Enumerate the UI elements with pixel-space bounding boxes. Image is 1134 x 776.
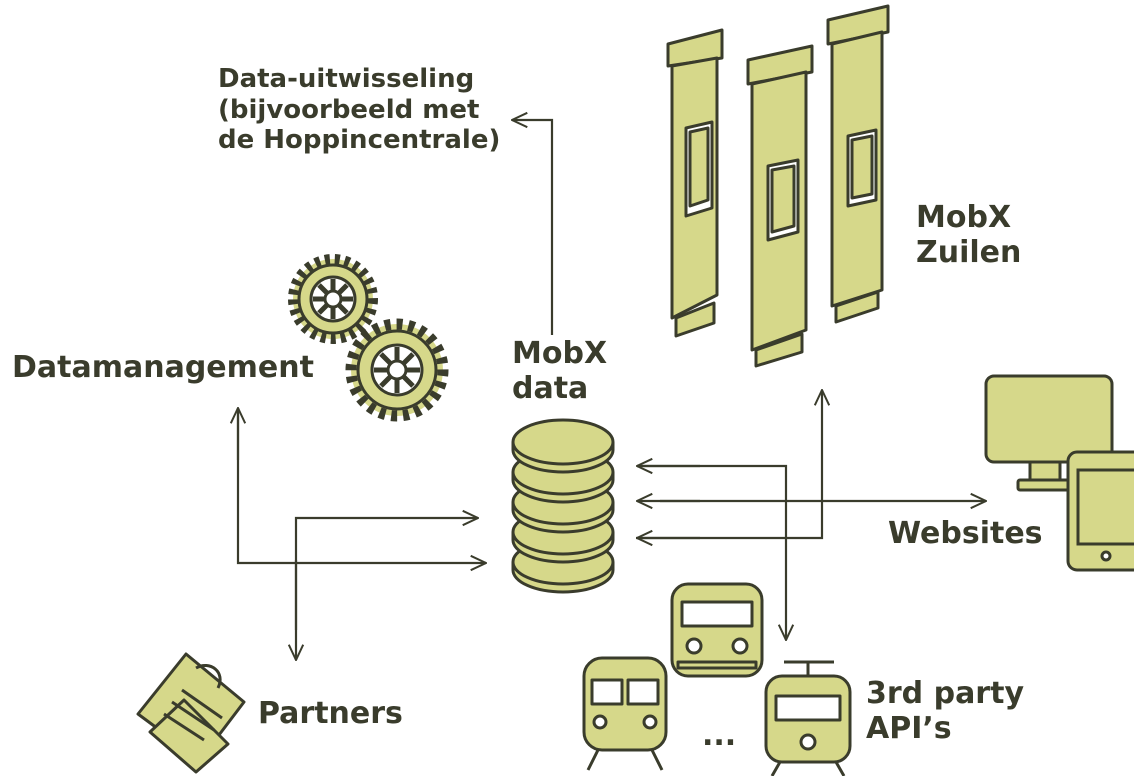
columns-label: MobX Zuilen	[916, 200, 1021, 271]
exchange-line-3: de Hoppincentrale)	[218, 125, 501, 156]
ellipsis-label: ...	[702, 718, 737, 753]
kiosk-icon-2	[746, 44, 814, 368]
monitor-icon	[984, 374, 1114, 492]
kiosk-icon-3	[826, 4, 890, 324]
mobx-data-line-1: MobX	[512, 336, 608, 371]
handshake-icon	[136, 652, 246, 774]
exchange-line-2: (bijvoorbeeld met	[218, 94, 480, 125]
third-party-line-2: API’s	[866, 711, 952, 747]
mobx-data-label: MobX data	[512, 336, 607, 407]
kiosk-icon-1	[666, 28, 724, 338]
websites-label: Websites	[888, 516, 1043, 551]
tram-icon	[764, 660, 852, 776]
bus-icon	[670, 582, 764, 678]
arrow-datamanagement-to-db	[236, 410, 486, 563]
exchange-line-1: Data-uitwisseling	[218, 64, 475, 94]
database-icon	[511, 418, 615, 594]
exchange-label: Data-uitwisseling (bijvoorbeeld met de H…	[218, 64, 500, 156]
mobx-data-line-2: data	[512, 371, 589, 407]
arrow-db-to-zuilen	[636, 390, 822, 540]
arrow-to-exchange	[512, 120, 554, 335]
datamanagement-label: Datamanagement	[12, 350, 314, 385]
partners-label: Partners	[258, 696, 403, 731]
gear-icon-small	[288, 254, 378, 344]
train-icon	[582, 656, 668, 771]
columns-line-1: MobX	[916, 200, 1012, 235]
arrow-to-db-from-partners	[294, 518, 478, 630]
tablet-icon	[1066, 450, 1134, 572]
third-party-label: 3rd party API’s	[866, 676, 1024, 747]
connectors	[238, 120, 986, 660]
gear-icon-large	[345, 318, 449, 422]
columns-line-2: Zuilen	[916, 235, 1022, 271]
third-party-line-1: 3rd party	[866, 676, 1024, 711]
